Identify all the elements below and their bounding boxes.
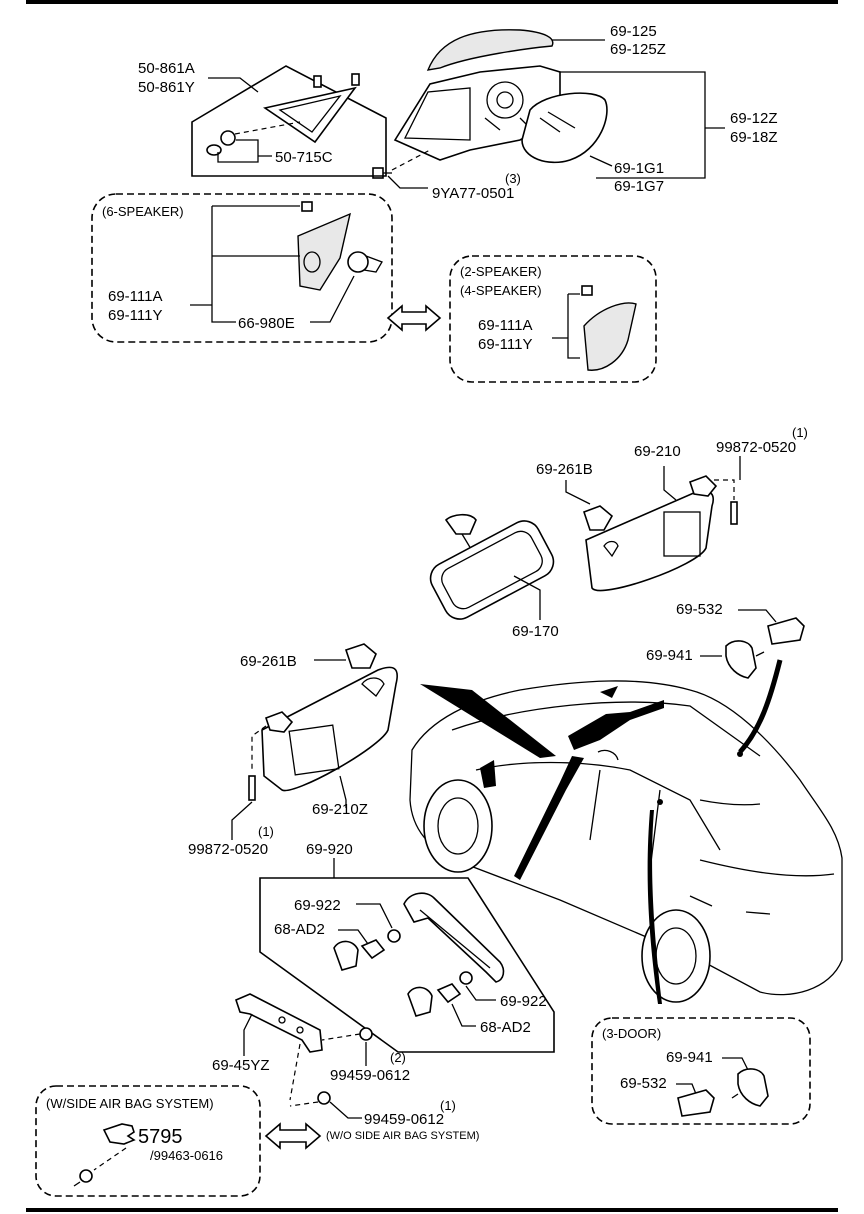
two-four-speaker-box bbox=[449, 255, 657, 383]
label-side-airbag-title: (W/SIDE AIR BAG SYSTEM) bbox=[46, 1096, 214, 1111]
lamp-cover-right-part[interactable] bbox=[725, 640, 765, 679]
pointer-wedge-3 bbox=[647, 810, 662, 1004]
label-mirror-assy-2: 69-18Z bbox=[730, 129, 778, 146]
label-bolt-2: 99459-0612 bbox=[330, 1067, 410, 1084]
label-lamp-3door: 69-532 bbox=[620, 1075, 667, 1092]
garnish-24sp-clip[interactable] bbox=[581, 285, 593, 296]
grip-clip-top-part[interactable] bbox=[360, 939, 386, 960]
label-visor-left: 69-210Z bbox=[312, 801, 368, 818]
six-speaker-box bbox=[91, 193, 393, 343]
label-holder-left: 69-261B bbox=[240, 653, 297, 670]
label-mirror-bolt: 9YA77-0501 bbox=[432, 185, 514, 202]
clip-small-2[interactable] bbox=[351, 73, 360, 86]
label-holder-right: 69-261B bbox=[536, 461, 593, 478]
label-six-speaker-title: (6-SPEAKER) bbox=[102, 204, 184, 219]
label-screw-right: 99872-0520 bbox=[716, 439, 796, 456]
tweeter-part[interactable] bbox=[347, 251, 383, 273]
label-visor-right: 69-210 bbox=[634, 443, 681, 460]
cover-3door-part[interactable] bbox=[731, 1068, 769, 1107]
label-tweeter: 66-980E bbox=[238, 315, 295, 332]
label-mirror-bolt-qty: (3) bbox=[505, 171, 521, 186]
label-grip-clip-bottom: 68-AD2 bbox=[480, 1019, 531, 1036]
screw-right-part[interactable] bbox=[730, 501, 738, 525]
mirror-bolt-part[interactable] bbox=[372, 167, 392, 179]
mirror-glass-part[interactable] bbox=[521, 92, 608, 164]
label-triangle-garnish-1: 50-861A bbox=[138, 60, 195, 77]
garnish-6sp-clip[interactable] bbox=[301, 201, 313, 212]
label-grip-cap-top: 69-922 bbox=[294, 897, 341, 914]
pointer-wedge-2 bbox=[514, 756, 584, 880]
label-garnish-6sp-1: 69-111A bbox=[108, 288, 163, 305]
visor-left-clip[interactable] bbox=[264, 711, 294, 733]
label-ref-part: /99463-0616 bbox=[150, 1148, 223, 1163]
grip-cover-bottom-part[interactable] bbox=[407, 986, 433, 1017]
rear-mirror-part[interactable] bbox=[425, 513, 559, 625]
label-four-speaker: (4-SPEAKER) bbox=[460, 283, 542, 298]
garnish-24sp-part[interactable] bbox=[583, 302, 637, 371]
label-garnish-6sp-2: 69-111Y bbox=[108, 307, 163, 324]
label-mirror-glass-2: 69-1G7 bbox=[614, 178, 664, 195]
label-triangle-garnish-2: 50-861Y bbox=[138, 79, 195, 96]
triangle-garnish-box bbox=[191, 65, 387, 177]
airbag-bolt-part[interactable] bbox=[73, 1169, 93, 1187]
label-three-door-title: (3-DOOR) bbox=[602, 1026, 661, 1041]
grip-cover-top-part[interactable] bbox=[333, 940, 359, 971]
bolt-1-part[interactable] bbox=[317, 1091, 331, 1105]
visor-right-part[interactable] bbox=[585, 490, 714, 592]
label-two-speaker: (2-SPEAKER) bbox=[460, 264, 542, 279]
label-mirror-cover-1: 69-125 bbox=[610, 23, 657, 40]
label-mirror-cover-2: 69-125Z bbox=[610, 41, 666, 58]
triangle-clip-part[interactable] bbox=[206, 130, 236, 156]
visor-left-part[interactable] bbox=[261, 666, 398, 792]
pointer-wedge-1 bbox=[420, 684, 556, 758]
label-lamp-right: 69-532 bbox=[676, 601, 723, 618]
label-cover-3door: 69-941 bbox=[666, 1049, 713, 1066]
clip-small-1[interactable] bbox=[313, 75, 322, 88]
side-airbag-box bbox=[35, 1085, 261, 1197]
holder-left-part[interactable] bbox=[344, 643, 377, 669]
assist-grip-part[interactable] bbox=[403, 892, 505, 983]
screw-left-part[interactable] bbox=[248, 775, 256, 801]
label-screw-right-qty: (1) bbox=[792, 425, 808, 440]
label-rear-mirror: 69-170 bbox=[512, 623, 559, 640]
label-grip-clip-top: 68-AD2 bbox=[274, 921, 325, 938]
double-arrow-icon bbox=[264, 1122, 322, 1150]
grip-cap-bottom-part[interactable] bbox=[459, 971, 473, 985]
bolt-2-part[interactable] bbox=[359, 1027, 373, 1041]
label-bolt-2-qty: (2) bbox=[390, 1050, 406, 1065]
label-triangle-clip: 50-715C bbox=[275, 149, 333, 166]
holder-right-part[interactable] bbox=[582, 505, 614, 531]
label-grip-cap-bottom: 69-922 bbox=[500, 993, 547, 1010]
label-lamp-cover-right: 69-941 bbox=[646, 647, 693, 664]
double-arrow-icon bbox=[386, 304, 442, 332]
mirror-cover-part[interactable] bbox=[426, 29, 554, 71]
label-mirror-glass-1: 69-1G1 bbox=[614, 160, 664, 177]
label-bolt-1: 99459-0612 bbox=[364, 1111, 444, 1128]
three-door-box bbox=[591, 1017, 811, 1125]
pointing-hand-icon bbox=[102, 1123, 136, 1145]
bracket-part[interactable] bbox=[235, 993, 323, 1053]
label-grip-assy: 69-920 bbox=[306, 841, 353, 858]
label-screw-left-qty: (1) bbox=[258, 824, 274, 839]
label-bracket: 69-45YZ bbox=[212, 1057, 270, 1074]
lamp-right-part[interactable] bbox=[767, 617, 805, 645]
label-wo-side-airbag: (W/O SIDE AIR BAG SYSTEM) bbox=[326, 1130, 479, 1142]
triangle-garnish-part[interactable] bbox=[263, 86, 357, 144]
label-screw-left: 99872-0520 bbox=[188, 841, 268, 858]
garnish-6sp-part[interactable] bbox=[297, 212, 351, 291]
grip-assy-box bbox=[259, 877, 555, 1053]
top-rule bbox=[26, 0, 838, 4]
lamp-3door-part[interactable] bbox=[677, 1089, 715, 1117]
label-garnish-24sp-2: 69-111Y bbox=[478, 336, 533, 353]
grip-clip-bottom-part[interactable] bbox=[436, 983, 462, 1004]
label-ref-page: 5795 bbox=[138, 1126, 183, 1148]
label-mirror-assy-1: 69-12Z bbox=[730, 110, 778, 127]
bottom-rule bbox=[26, 1208, 838, 1212]
grip-cap-top-part[interactable] bbox=[387, 929, 401, 943]
visor-right-clip[interactable] bbox=[688, 475, 718, 497]
label-garnish-24sp-1: 69-111A bbox=[478, 317, 533, 334]
label-bolt-1-qty: (1) bbox=[440, 1098, 456, 1113]
